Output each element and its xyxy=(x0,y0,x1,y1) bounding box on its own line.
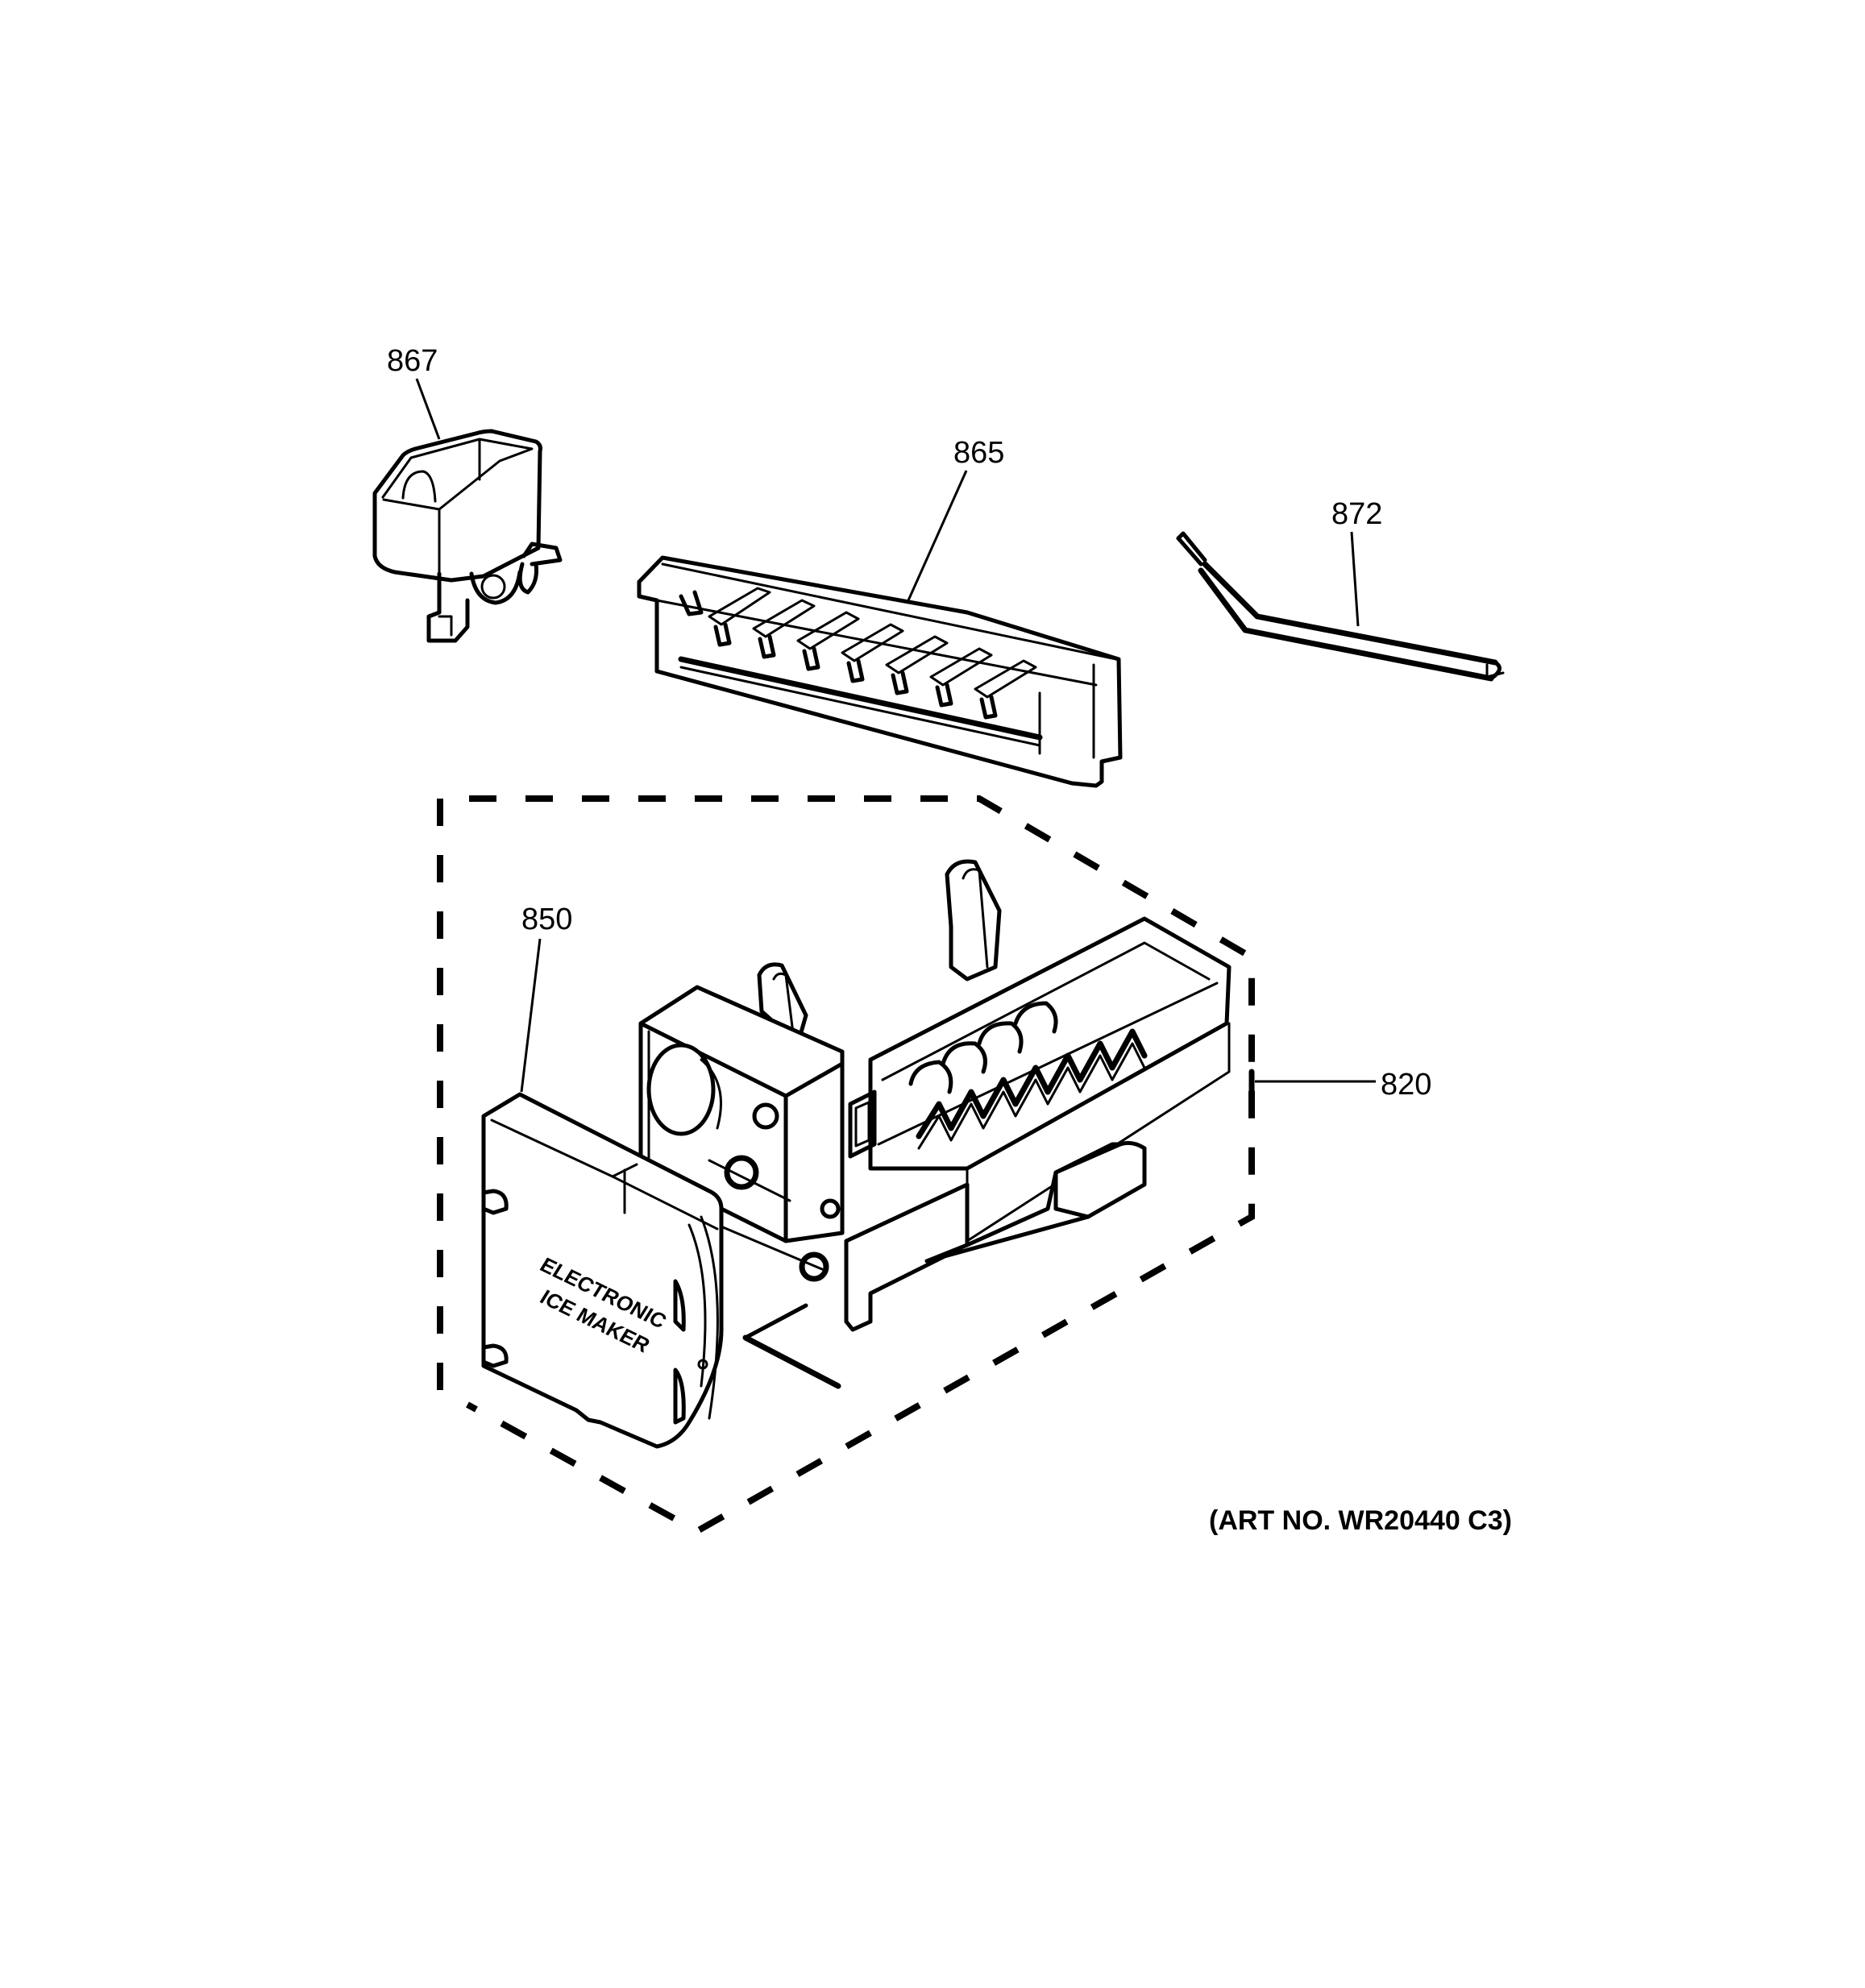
callout-872: 872 xyxy=(1331,497,1382,531)
part-867-fill-cup[interactable]: 867 xyxy=(372,344,563,643)
leader-872 xyxy=(1350,531,1360,627)
art-number-caption: (ART NO. WR20440 C3) xyxy=(1209,1505,1512,1536)
leader-867 xyxy=(415,378,441,440)
callout-850: 850 xyxy=(521,903,572,936)
part-872-feeler-arm[interactable]: 872 xyxy=(1176,497,1505,682)
callout-867: 867 xyxy=(387,344,438,378)
part-850-front-cover[interactable]: 850 ELECTRONIC ICE MAKER xyxy=(481,903,724,1449)
callout-865: 865 xyxy=(953,436,1004,470)
assembly-outline-dashed xyxy=(437,795,1255,1535)
part-820-assembly[interactable]: 820 xyxy=(437,795,1431,1535)
callout-820: 820 xyxy=(1381,1068,1431,1102)
part-865-ejector[interactable]: 865 xyxy=(637,436,1123,788)
leader-865 xyxy=(903,470,968,608)
leader-850 xyxy=(520,938,542,1093)
